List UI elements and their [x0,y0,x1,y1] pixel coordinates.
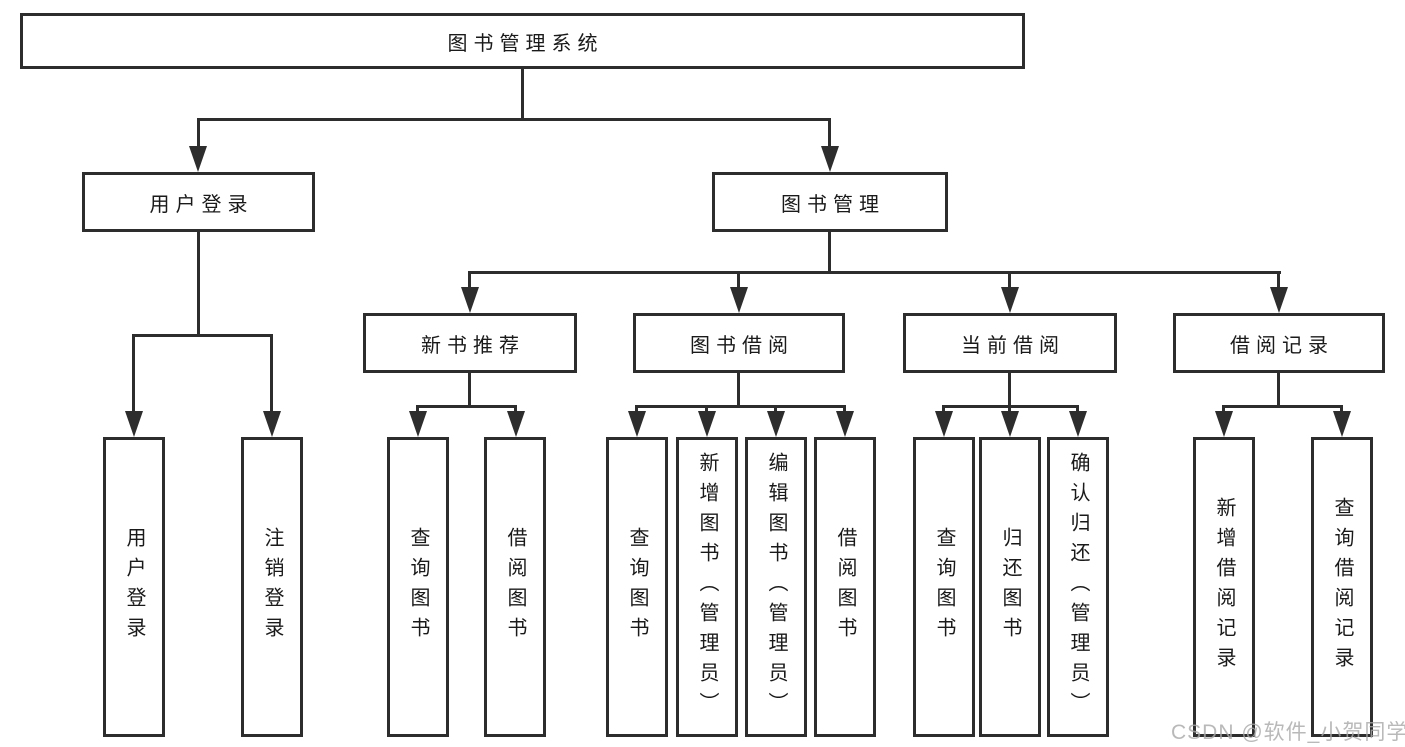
connector-arrow-shaft [270,334,273,414]
node-borrow-records: 借阅记录 [1173,313,1385,373]
connector-user-hline [132,334,273,337]
arrow-down-icon [1001,411,1019,437]
connector-root-stem [521,68,524,121]
connector-arrow-shaft [737,271,740,289]
arrow-down-icon [461,287,479,313]
leaf-label: 借阅图书 [504,527,526,647]
connector-arrow-shaft [1340,405,1343,414]
connector-root-hline [197,118,831,121]
arrow-down-icon [1270,287,1288,313]
arrow-down-icon [821,146,839,172]
connector-mgmt-hline [468,271,1281,274]
connector-arrow-shaft [635,405,638,414]
node-book-borrow: 图书借阅 [633,313,845,373]
leaf-newbook-borrow-books: 借阅图书 [484,437,546,737]
arrow-down-icon [263,411,281,437]
leaf-label: 查询图书 [407,527,429,647]
leaf-current-return-books: 归还图书 [979,437,1041,737]
arrow-down-icon [935,411,953,437]
node-new-book-recommend: 新书推荐 [363,313,577,373]
connector-arrow-shaft [828,118,831,150]
node-user-login: 用户登录 [82,172,315,232]
connector-arrow-shaft [197,118,200,150]
arrow-down-icon [1069,411,1087,437]
connector-arrow-shaft [468,271,471,289]
arrow-down-icon [628,411,646,437]
arrow-down-icon [1215,411,1233,437]
connector-arrow-shaft [843,405,846,414]
connector-borrow-hline [635,405,846,408]
leaf-label: 编辑图书（管理员） [765,452,787,722]
connector-arrow-shaft [1277,271,1280,289]
leaf-label: 新增借阅记录 [1213,497,1235,677]
connector-current-stem [1008,373,1011,408]
leaf-label: 查询图书 [626,527,648,647]
arrow-down-icon [698,411,716,437]
connector-newbook-hline [416,405,517,408]
connector-arrow-shaft [514,405,517,414]
leaf-borrow-edit-books-admin: 编辑图书（管理员） [745,437,807,737]
arrow-down-icon [189,146,207,172]
arrow-down-icon [836,411,854,437]
leaf-borrow-query-books: 查询图书 [606,437,668,737]
node-root: 图书管理系统 [20,13,1025,69]
leaf-logout: 注销登录 [241,437,303,737]
arrow-down-icon [409,411,427,437]
arrow-down-icon [1333,411,1351,437]
leaf-user-login: 用户登录 [103,437,165,737]
leaf-current-query-books: 查询图书 [913,437,975,737]
arrow-down-icon [1001,287,1019,313]
leaf-label: 注销登录 [261,527,283,647]
connector-arrow-shaft [416,405,419,414]
connector-arrow-shaft [942,405,945,414]
node-book-management: 图书管理 [712,172,948,232]
leaf-newbook-query-books: 查询图书 [387,437,449,737]
leaf-current-confirm-return-admin: 确认归还（管理员） [1047,437,1109,737]
leaf-records-query-record: 查询借阅记录 [1311,437,1373,737]
arrow-down-icon [507,411,525,437]
connector-records-stem [1277,373,1280,408]
leaf-label: 借阅图书 [834,527,856,647]
connector-arrow-shaft [132,334,135,414]
arrow-down-icon [767,411,785,437]
leaf-records-add-record: 新增借阅记录 [1193,437,1255,737]
arrow-down-icon [730,287,748,313]
connector-user-stem [197,232,200,337]
csdn-watermark: CSDN @软件_小贺同学 [1171,721,1405,744]
connector-arrow-shaft [1076,405,1079,414]
leaf-label: 新增图书（管理员） [696,452,718,722]
connector-arrow-shaft [705,405,708,414]
leaf-label: 归还图书 [999,527,1021,647]
connector-records-hline [1222,405,1343,408]
connector-arrow-shaft [1008,405,1011,414]
connector-arrow-shaft [1222,405,1225,414]
leaf-borrow-add-books-admin: 新增图书（管理员） [676,437,738,737]
connector-borrow-stem [737,373,740,408]
arrow-down-icon [125,411,143,437]
connector-arrow-shaft [1008,271,1011,289]
leaf-label: 查询图书 [933,527,955,647]
leaf-label: 查询借阅记录 [1331,497,1353,677]
node-current-borrow: 当前借阅 [903,313,1117,373]
connector-mgmt-stem [828,232,831,274]
leaf-label: 确认归还（管理员） [1067,452,1089,722]
leaf-borrow-borrow-books: 借阅图书 [814,437,876,737]
leaf-label: 用户登录 [123,527,145,647]
connector-arrow-shaft [774,405,777,414]
connector-newbook-stem [468,373,471,408]
